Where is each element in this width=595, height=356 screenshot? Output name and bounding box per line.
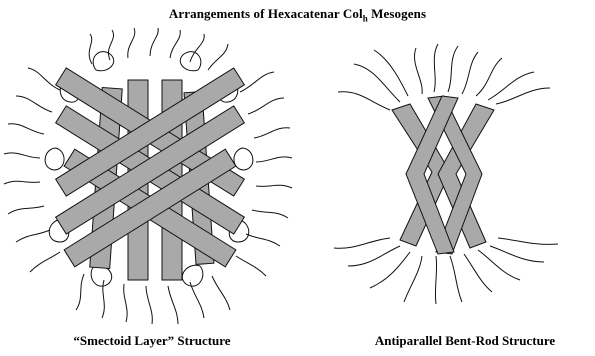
figure-title-tail: Mesogens xyxy=(368,6,426,21)
figure-title-main: Arrangements of Hexacatenar Col xyxy=(169,6,363,21)
bent-rod-diagram xyxy=(330,40,590,310)
smectoid-layer-diagram xyxy=(0,30,300,330)
caption-smectoid-layer: “Smectoid Layer” Structure xyxy=(42,333,262,349)
bent-rods xyxy=(392,96,494,254)
caption-bent-rod: Antiparallel Bent-Rod Structure xyxy=(355,333,575,349)
figure-title: Arrangements of Hexacatenar Colh Mesogen… xyxy=(0,6,595,24)
